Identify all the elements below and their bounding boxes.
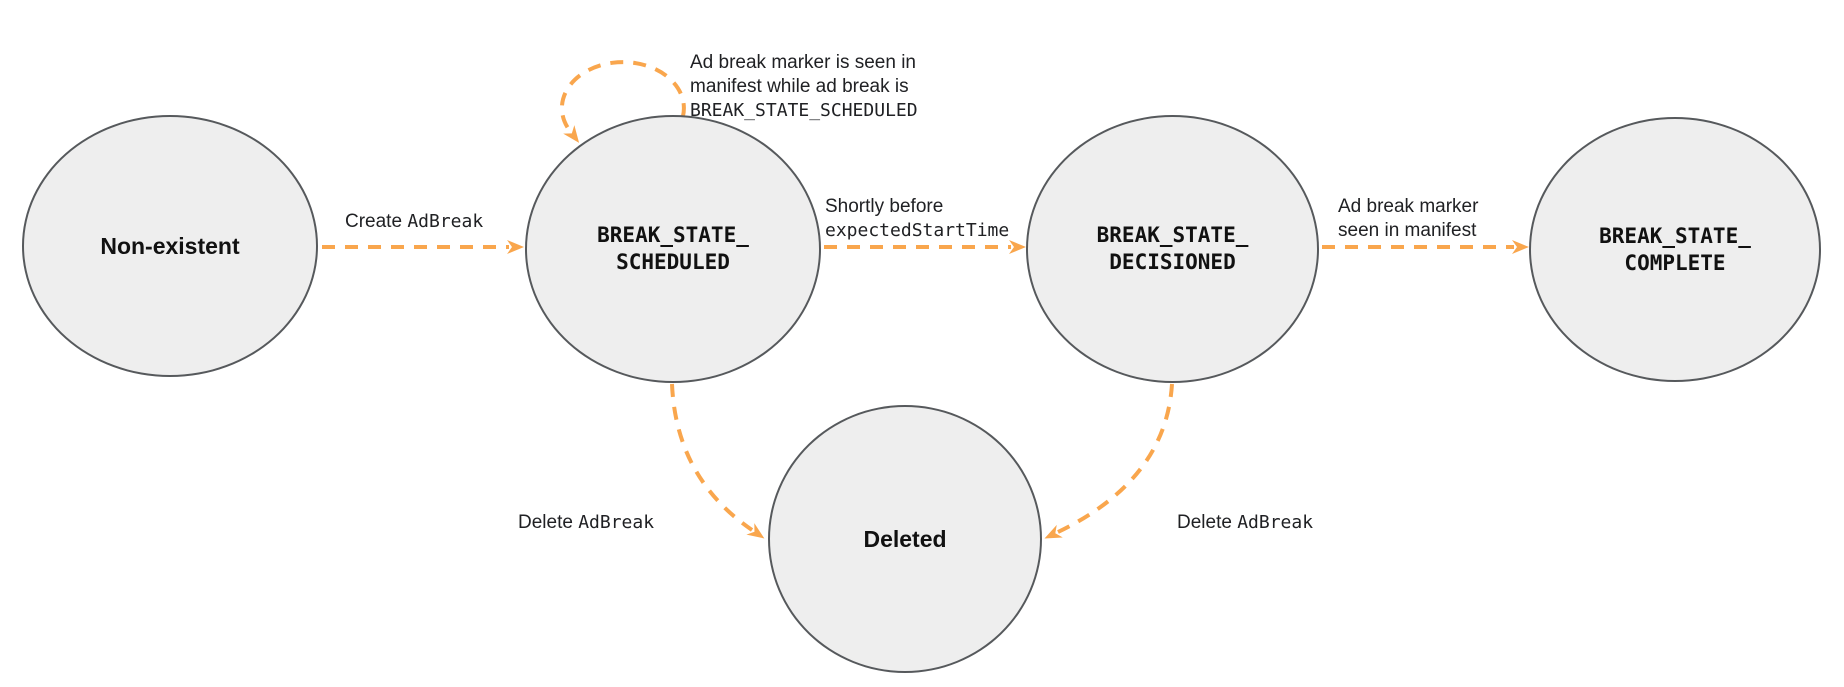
transition-delete-scheduled-arrow bbox=[670, 383, 765, 539]
state-label: BREAK_STATE_ COMPLETE bbox=[1599, 223, 1751, 275]
state-node-break-state-scheduled: BREAK_STATE_ SCHEDULED bbox=[525, 115, 821, 383]
transition-self-loop-arrow bbox=[559, 60, 686, 143]
state-label: Non-existent bbox=[100, 233, 240, 259]
edge-label-self-loop: Ad break marker is seen in manifest whil… bbox=[690, 52, 918, 121]
state-node-deleted: Deleted bbox=[768, 405, 1042, 673]
state-label: BREAK_STATE_ SCHEDULED bbox=[597, 223, 749, 274]
edge-label-delete-scheduled: Delete AdBreak bbox=[518, 512, 655, 533]
edge-label-decision: Shortly before expectedStartTime bbox=[825, 196, 1010, 241]
state-label: BREAK_STATE_ DECISIONED bbox=[1096, 223, 1249, 274]
state-label: Deleted bbox=[863, 526, 947, 552]
transition-delete-decisioned-arrow bbox=[1044, 383, 1174, 539]
state-node-break-state-complete: BREAK_STATE_ COMPLETE bbox=[1529, 117, 1821, 382]
edge-label-delete-decisioned: Delete AdBreak bbox=[1177, 512, 1314, 533]
state-node-break-state-decisioned: BREAK_STATE_ DECISIONED bbox=[1026, 115, 1319, 383]
edge-label-create: Create AdBreak bbox=[345, 211, 484, 232]
edge-label-complete: Ad break marker seen in manifest bbox=[1338, 196, 1479, 241]
state-node-non-existent: Non-existent bbox=[22, 115, 318, 377]
